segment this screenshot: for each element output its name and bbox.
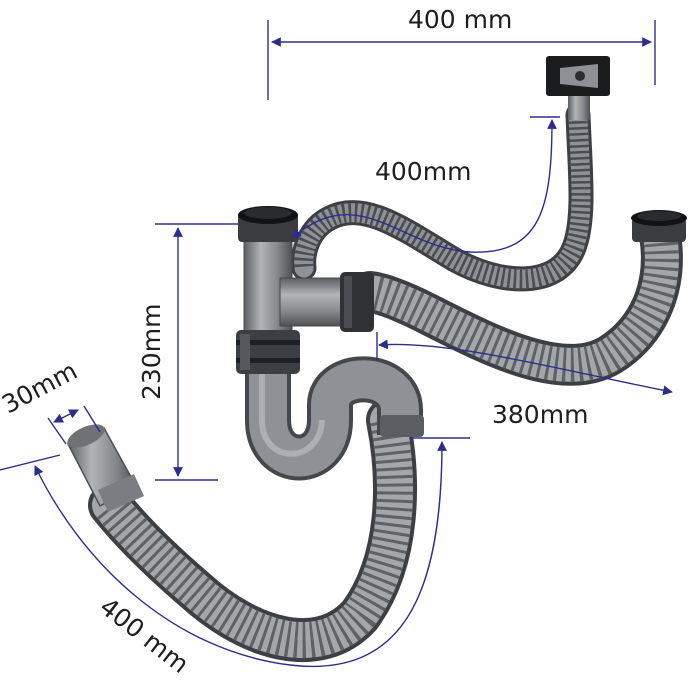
side-basin-inlet <box>631 210 687 242</box>
trap-body <box>236 206 424 481</box>
overflow-hose <box>291 102 594 292</box>
side-hose-length-label: 380mm <box>492 400 588 429</box>
inlet-hose-length-label: 400mm <box>375 157 471 186</box>
drain-hose <box>88 398 417 663</box>
dimension-lines <box>0 20 673 667</box>
height-label: 230mm <box>137 304 166 400</box>
overflow-width-label: 400 mm <box>408 5 512 34</box>
overflow-plate <box>546 56 610 120</box>
drain-outlet-coupling <box>66 424 144 512</box>
outlet-diameter-label: 30mm <box>0 356 82 419</box>
